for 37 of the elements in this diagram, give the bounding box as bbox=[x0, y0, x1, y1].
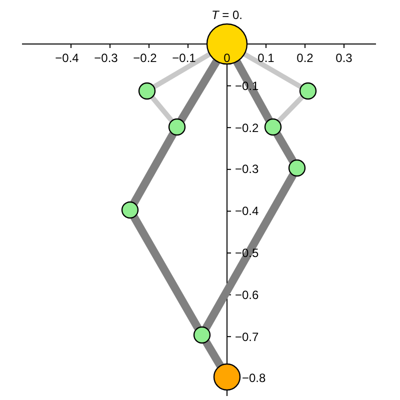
link-bar bbox=[243, 52, 302, 90]
joint-circle bbox=[168, 118, 186, 136]
tick-label: −0.1 bbox=[235, 78, 259, 93]
tick-label: −0.1 bbox=[172, 51, 196, 65]
pivot-joint bbox=[213, 363, 241, 391]
plot-title: T = 0. bbox=[211, 8, 243, 22]
link-bar bbox=[276, 94, 304, 124]
tick-label: −0.3 bbox=[94, 51, 118, 65]
link-bar bbox=[130, 132, 177, 206]
tick-label: −0.7 bbox=[235, 330, 259, 344]
tick-label: 0 bbox=[224, 51, 230, 65]
tick-label: 0.3 bbox=[336, 51, 352, 65]
tick-label: 0.1 bbox=[258, 51, 274, 65]
joint-circle bbox=[138, 82, 156, 100]
tick-label: −0.2 bbox=[235, 120, 259, 135]
tick-label: −0.4 bbox=[235, 204, 259, 218]
tick-label: −0.6 bbox=[235, 288, 259, 302]
tick-label: −0.5 bbox=[235, 246, 259, 260]
tick-label: −0.8 bbox=[242, 371, 266, 386]
joint-circle bbox=[193, 326, 211, 344]
joint-circle bbox=[299, 82, 317, 100]
link-bar bbox=[202, 172, 297, 330]
link-bar bbox=[178, 59, 220, 122]
link-bar bbox=[130, 214, 202, 330]
link-bar bbox=[274, 132, 296, 164]
tick-label: −0.3 bbox=[235, 162, 259, 176]
joint-circle bbox=[264, 118, 282, 136]
tick-label: −0.4 bbox=[55, 51, 79, 65]
tick-label: 0.2 bbox=[296, 51, 314, 65]
link-bar bbox=[152, 52, 212, 90]
joint-circle bbox=[121, 201, 139, 219]
link-bar bbox=[202, 340, 224, 368]
joint-circle bbox=[288, 159, 306, 177]
link-bar bbox=[233, 60, 273, 122]
tick-label: −0.2 bbox=[133, 51, 157, 65]
link-bar bbox=[150, 96, 174, 122]
pivot-joint bbox=[206, 23, 248, 65]
